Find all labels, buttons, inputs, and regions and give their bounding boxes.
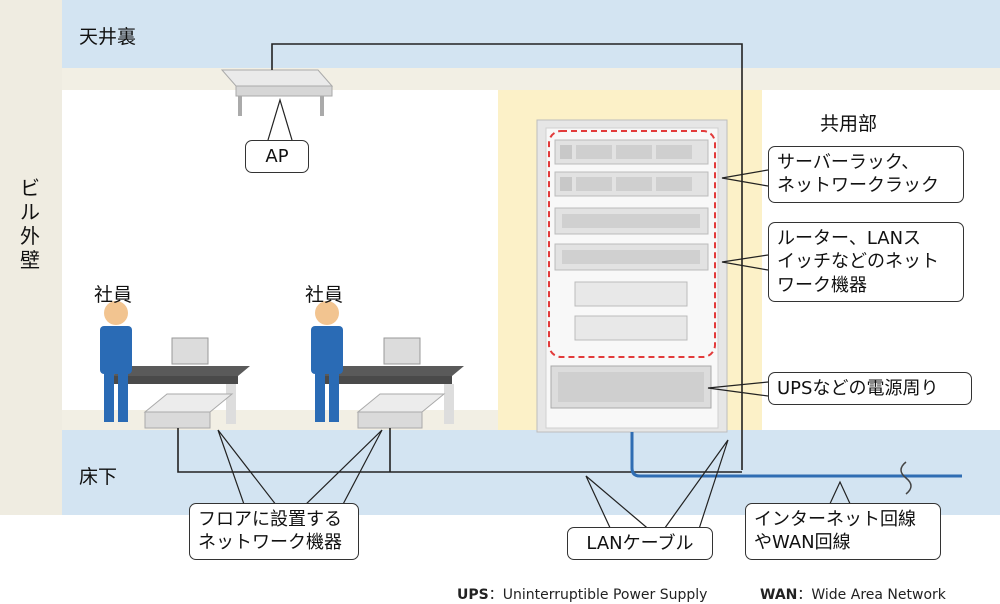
legend-ups-full: ：Uninterruptible Power Supply bbox=[488, 587, 708, 603]
ceiling-slab bbox=[62, 68, 1000, 90]
legend-ups: UPS：Uninterruptible Power Supply bbox=[457, 584, 707, 604]
rack-network-highlight bbox=[548, 130, 716, 358]
callout-rack: サーバーラック、 ネットワークラック bbox=[768, 146, 964, 203]
employee-figure-2 bbox=[311, 301, 343, 422]
outer-wall-label: ビル外壁 bbox=[20, 176, 40, 272]
callout-internet-line: インターネット回線 やWAN回線 bbox=[745, 503, 941, 560]
employee-figure-1 bbox=[100, 301, 132, 422]
callout-ups: UPSなどの電源周り bbox=[768, 372, 972, 406]
server-rack bbox=[536, 119, 728, 433]
ceiling-space bbox=[62, 0, 1000, 68]
callout-internet-line-line-2: やWAN回線 bbox=[754, 532, 851, 554]
floor-switch-2 bbox=[356, 393, 446, 429]
floor-switch-1 bbox=[143, 393, 234, 429]
common-area-label: 共用部 bbox=[820, 113, 878, 135]
callout-network-devices: ルーター、LANス イッチなどのネット ワーク機器 bbox=[768, 222, 964, 303]
lan-cable-ceiling bbox=[271, 43, 743, 470]
callout-network-devices-line-2: イッチなどのネット bbox=[777, 251, 939, 273]
employee-label-2: 社員 bbox=[305, 284, 344, 306]
rack-appliance-2 bbox=[574, 315, 688, 341]
wan-break-symbol bbox=[900, 461, 912, 495]
desk-1 bbox=[112, 337, 250, 424]
ups-unit bbox=[550, 365, 712, 409]
leader-lines bbox=[217, 97, 853, 533]
rack-appliance-1 bbox=[574, 281, 688, 307]
rack-router-2 bbox=[554, 243, 709, 271]
access-point bbox=[220, 69, 334, 116]
rack-switch-2 bbox=[554, 171, 709, 197]
callout-lan-cable-text: LANケーブル bbox=[586, 533, 694, 554]
outer-wall bbox=[0, 0, 62, 515]
lan-cable-underfloor bbox=[177, 428, 742, 473]
legend-wan: WAN：Wide Area Network bbox=[760, 584, 946, 604]
employee-label-1: 社員 bbox=[94, 284, 133, 306]
legend-wan-abbr: WAN bbox=[760, 587, 798, 603]
callout-floor-devices-line-1: フロアに設置する bbox=[198, 509, 342, 530]
legend-ups-abbr: UPS bbox=[457, 587, 489, 603]
callout-rack-line-1: サーバーラック、 bbox=[777, 152, 920, 173]
callout-floor-devices-line-2: ネットワーク機器 bbox=[198, 532, 342, 554]
callout-ap: AP bbox=[245, 140, 309, 174]
legend-wan-full: ：Wide Area Network bbox=[797, 587, 946, 603]
callout-ap-text: AP bbox=[265, 146, 289, 167]
floor-label: 床下 bbox=[79, 466, 118, 488]
desk-2 bbox=[322, 337, 464, 424]
callout-floor-devices: フロアに設置する ネットワーク機器 bbox=[189, 503, 359, 560]
callout-network-devices-line-1: ルーター、LANス bbox=[777, 228, 922, 249]
callout-ups-text: UPSなどの電源周り bbox=[777, 378, 939, 399]
callout-network-devices-line-3: ワーク機器 bbox=[777, 274, 867, 296]
rack-router-1 bbox=[554, 207, 709, 235]
callout-internet-line-line-1: インターネット回線 bbox=[754, 509, 916, 530]
ceiling-label: 天井裏 bbox=[79, 26, 137, 48]
wan-cable bbox=[630, 432, 962, 478]
callout-lan-cable: LANケーブル bbox=[567, 527, 713, 561]
callout-rack-line-2: ネットワークラック bbox=[777, 175, 939, 197]
rack-switch-1 bbox=[554, 139, 709, 165]
